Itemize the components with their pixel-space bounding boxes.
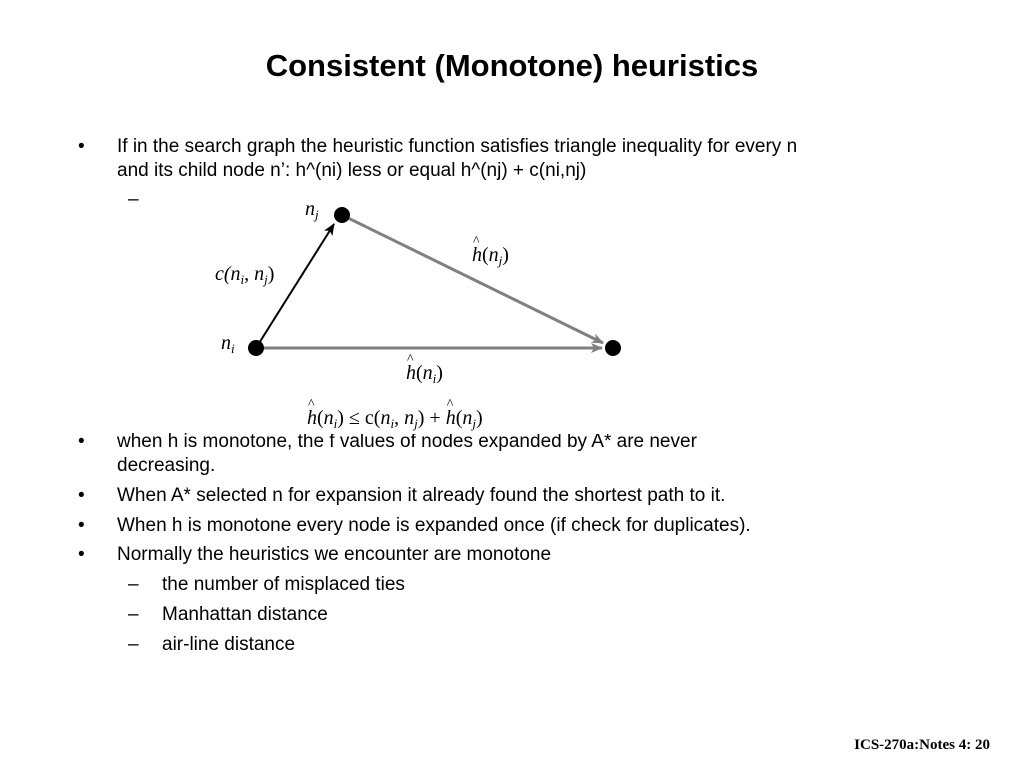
sub-item-3: air-line distance [162, 634, 296, 655]
triangle-inequality: h(ni) ≤ c(ni, nj) + h(nj) [307, 397, 483, 432]
sub-item-1: the number of misplaced ties [162, 574, 405, 595]
label-h-nj: h(nj) [472, 234, 509, 269]
label-ni: ni [221, 332, 235, 356]
bullet-4: When h is monotone every node is expande… [117, 515, 751, 536]
label-h-ni: h(ni) [406, 352, 443, 387]
label-nj: nj [305, 198, 319, 222]
sub-dash: – [128, 574, 139, 595]
bullet-2-line-2: decreasing. [117, 455, 216, 476]
edge-ni-to-nj [255, 223, 335, 349]
bullet-marker: • [78, 431, 85, 452]
edge-nj-to-goal [341, 213, 604, 345]
node-nj [334, 207, 350, 223]
bullet-2-line-1: when h is monotone, the f values of node… [117, 431, 697, 452]
sub-dash: – [128, 604, 139, 625]
node-goal [605, 340, 621, 356]
bullet-marker: • [78, 485, 85, 506]
slide-title: Consistent (Monotone) heuristics [265, 48, 759, 83]
bullet-3: When A* selected n for expansion it alre… [117, 485, 726, 506]
slide-footer: ICS-270a:Notes 4: 20 [854, 737, 990, 753]
bullet-marker: • [78, 136, 85, 157]
node-ni [248, 340, 264, 356]
sub-item-2: Manhattan distance [162, 604, 328, 625]
bullet-5: Normally the heuristics we encounter are… [117, 544, 552, 565]
bullet-marker: • [78, 515, 85, 536]
diagram-backdrop [205, 398, 615, 434]
bullet-1-line-2: and its child node n’: h^(ni) less or eq… [117, 160, 587, 181]
empty-sub-dash: – [128, 189, 139, 210]
bullet-1-line-1: If in the search graph the heuristic fun… [117, 136, 798, 157]
bullet-marker: • [78, 544, 85, 565]
label-edge-cost: c(ni, nj) [215, 263, 275, 287]
sub-dash: – [128, 634, 139, 655]
